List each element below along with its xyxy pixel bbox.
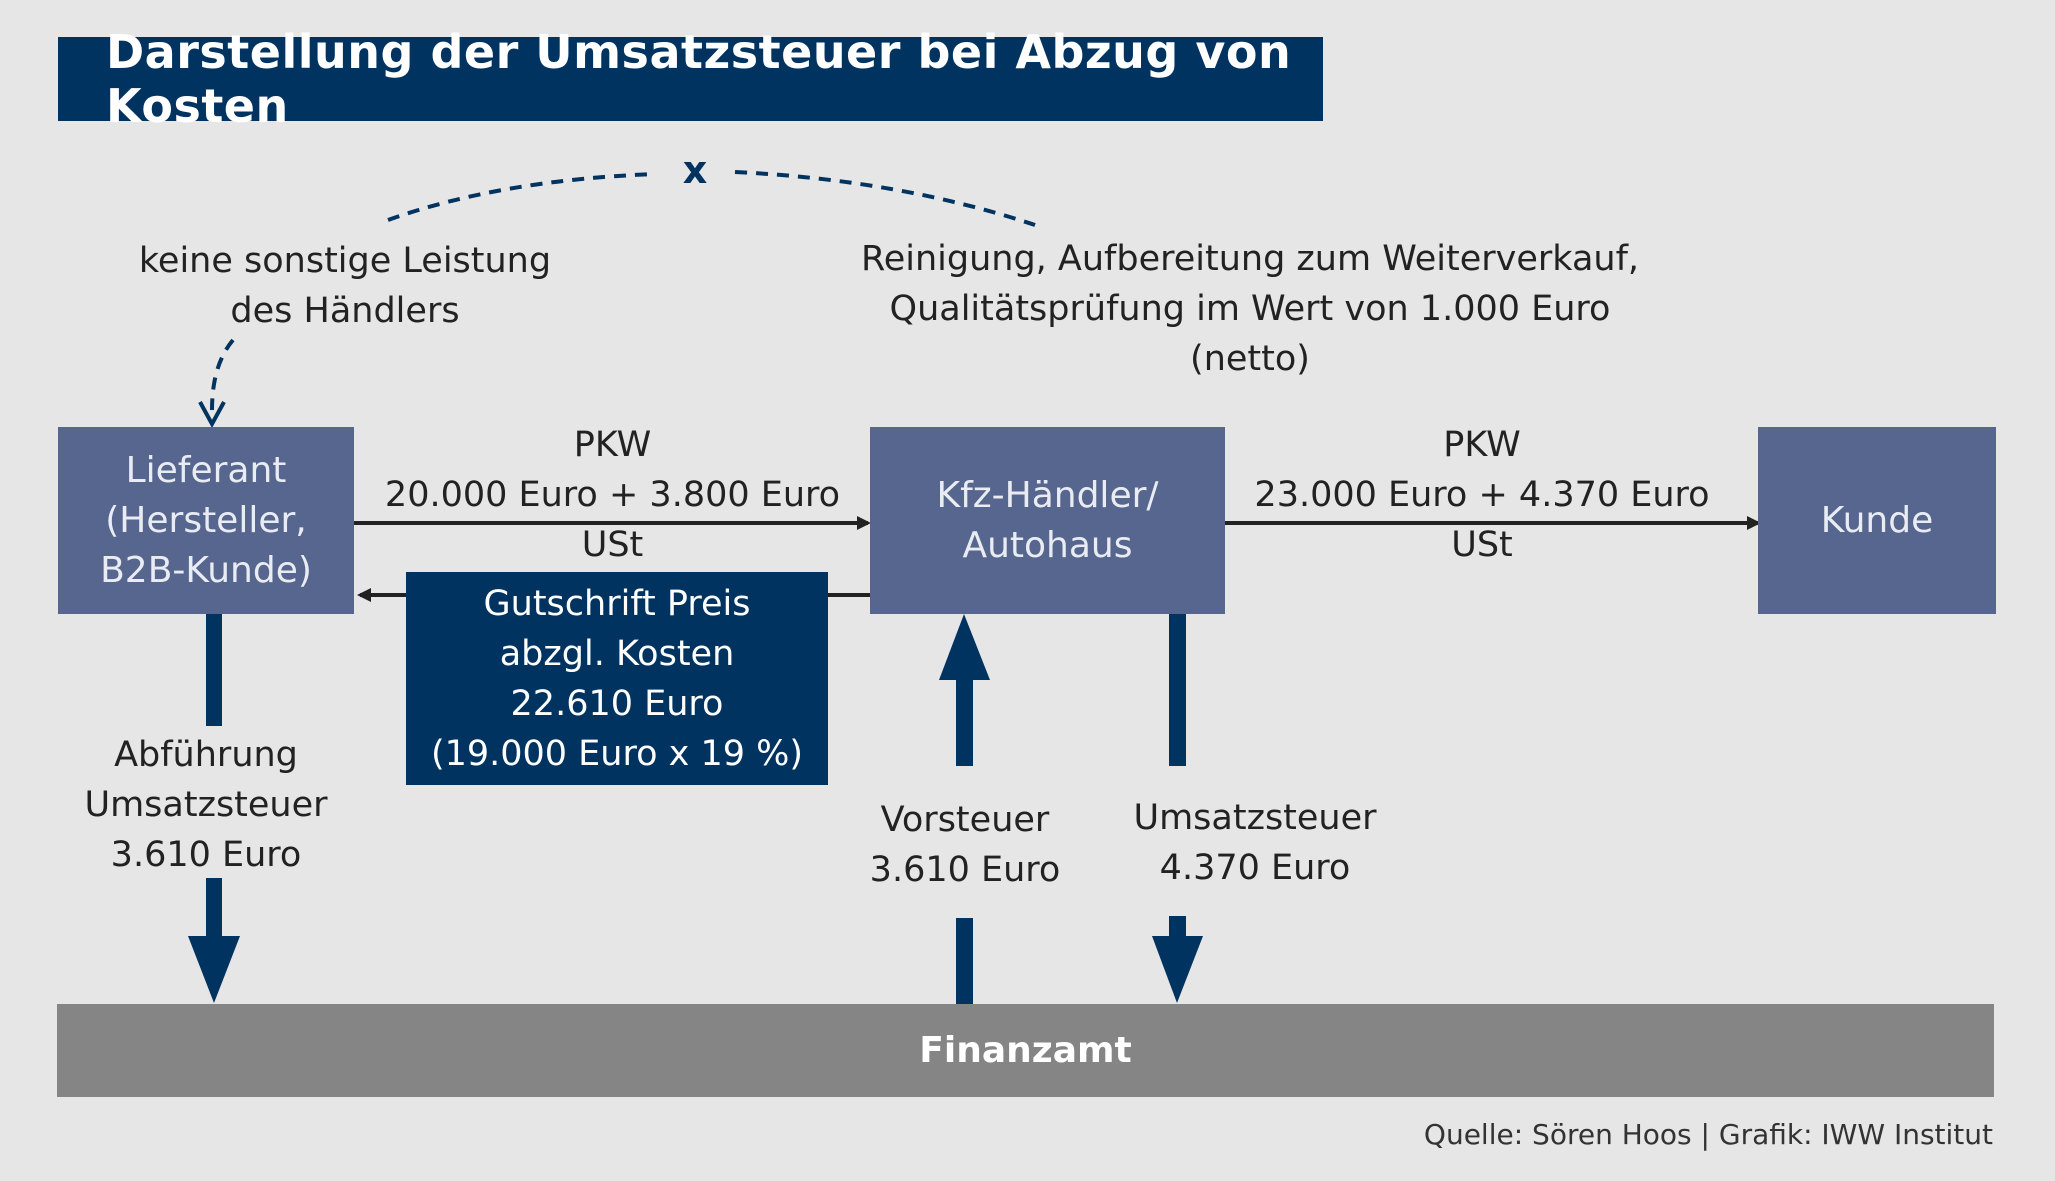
dashed-arc-left: [387, 172, 656, 222]
vorsteuer-label: Vorsteuer 3.610 Euro: [840, 795, 1090, 895]
left-note-line2: des Händlers: [230, 291, 460, 331]
umsatzsteuer-shaft-bottom: [1169, 916, 1186, 938]
node-lieferant: Lieferant (Hersteller, B2B-Kunde): [58, 427, 354, 614]
umsatzsteuer-label: Umsatzsteuer 4.370 Euro: [1110, 793, 1400, 893]
abfuehrung-line1: Abführung: [114, 735, 298, 775]
abfuehrung-shaft-top: [206, 614, 222, 726]
gutschrift-line2: abzgl. Kosten: [499, 633, 735, 674]
gutschrift-box: Gutschrift Preis abzgl. Kosten 22.610 Eu…: [406, 572, 828, 785]
left-note-line1: keine sonstige Leistung: [138, 241, 552, 281]
node-haendler: Kfz-Händler/ Autohaus: [870, 427, 1225, 614]
abfuehrung-arrowhead: [188, 936, 240, 1003]
right-note-line3: (netto): [1190, 339, 1310, 379]
abfuehrung-label: Abführung Umsatzsteuer 3.610 Euro: [56, 730, 356, 880]
vorsteuer-arrowhead: [939, 614, 990, 680]
gutschrift-line4: (19.000 Euro x 19 %): [430, 733, 804, 774]
dashed-curve-to-lieferant: [210, 338, 235, 411]
vorsteuer-line1: Vorsteuer: [880, 800, 1050, 840]
haendler-line1: Kfz-Händler/: [936, 474, 1159, 516]
pkw-1-title: PKW: [573, 425, 652, 465]
kunde-label: Kunde: [1820, 499, 1934, 541]
gutschrift-line1: Gutschrift Preis: [483, 583, 751, 624]
dashed-arrow-head: [198, 401, 226, 429]
umsatzsteuer-line2: 4.370 Euro: [1159, 848, 1351, 888]
abfuehrung-line3: 3.610 Euro: [110, 835, 302, 875]
left-note: keine sonstige Leistung des Händlers: [110, 236, 580, 336]
vorsteuer-line2: 3.610 Euro: [869, 850, 1061, 890]
vorsteuer-shaft-top: [956, 676, 973, 766]
right-note-line2: Qualitätsprüfung im Wert von 1.000 Euro: [889, 289, 1611, 329]
right-note: Reinigung, Aufbereitung zum Weiterverkau…: [840, 234, 1660, 384]
lieferant-line2: (Hersteller,: [105, 499, 307, 541]
lieferant-line1: Lieferant: [125, 449, 287, 491]
abfuehrung-line2: Umsatzsteuer: [84, 785, 328, 825]
umsatzsteuer-shaft-top: [1169, 614, 1186, 766]
cross-mark: x: [682, 148, 708, 192]
pkw-2-title: PKW: [1443, 425, 1521, 465]
source-credit: Quelle: Sören Hoos | Grafik: IWW Institu…: [1423, 1118, 1993, 1151]
umsatzsteuer-line1: Umsatzsteuer: [1133, 798, 1377, 838]
umsatzsteuer-arrowhead: [1152, 936, 1203, 1003]
abfuehrung-shaft-bottom: [206, 878, 222, 938]
pkw-2-amount: 23.000 Euro + 4.370 Euro USt: [1254, 475, 1710, 565]
dashed-arc-right: [734, 170, 1036, 227]
gutschrift-line3: 22.610 Euro: [510, 683, 724, 724]
flow-pkw-1-label: PKW 20.000 Euro + 3.800 Euro USt: [360, 420, 865, 570]
right-note-line1: Reinigung, Aufbereitung zum Weiterverkau…: [860, 239, 1640, 279]
pkw-1-amount: 20.000 Euro + 3.800 Euro USt: [384, 475, 841, 565]
node-kunde: Kunde: [1758, 427, 1996, 614]
node-finanzamt: Finanzamt: [57, 1004, 1994, 1097]
flow-pkw-2-label: PKW 23.000 Euro + 4.370 Euro USt: [1232, 420, 1732, 570]
vorsteuer-shaft-bottom: [956, 918, 973, 1004]
lieferant-line3: B2B-Kunde): [100, 549, 312, 591]
haendler-line2: Autohaus: [962, 524, 1133, 566]
page-title: Darstellung der Umsatzsteuer bei Abzug v…: [58, 25, 1323, 133]
